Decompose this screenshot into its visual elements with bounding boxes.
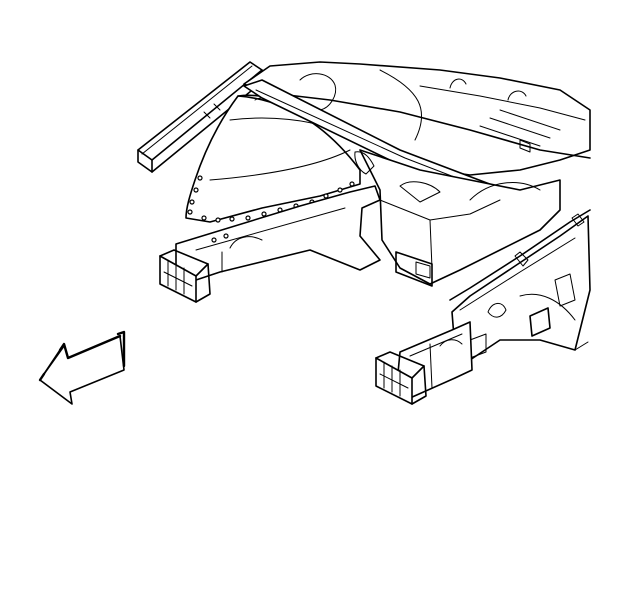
front-rail-left	[175, 185, 381, 281]
front-rail-right	[395, 321, 473, 399]
direction-arrow	[38, 330, 126, 405]
rail-stub-left	[159, 249, 211, 303]
dash-panel	[354, 139, 561, 287]
rail-stub-right	[375, 351, 427, 405]
